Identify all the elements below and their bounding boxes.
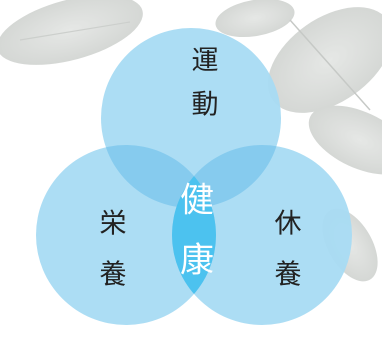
leaf-shape	[0, 0, 143, 65]
left-label-char-2: 養	[100, 260, 127, 291]
leaf-vein	[289, 19, 371, 111]
right-label-char-2: 養	[275, 260, 302, 291]
overlap-top-left	[101, 145, 216, 208]
left-label-char-1: 栄	[100, 209, 127, 240]
leaf-shape	[267, 7, 382, 113]
background-leaves	[0, 0, 382, 282]
right-label-char-1: 休	[275, 209, 302, 240]
leaf-shape	[215, 0, 295, 38]
leaf-shape	[308, 105, 382, 175]
center-label-char-1: 健	[180, 181, 214, 221]
leaf-vein	[19, 21, 131, 41]
center-label-char-2: 康	[180, 241, 214, 281]
overlap-top-right	[172, 145, 281, 208]
top-label-char-1: 運	[192, 46, 219, 77]
top-label-char-2: 動	[192, 90, 219, 121]
